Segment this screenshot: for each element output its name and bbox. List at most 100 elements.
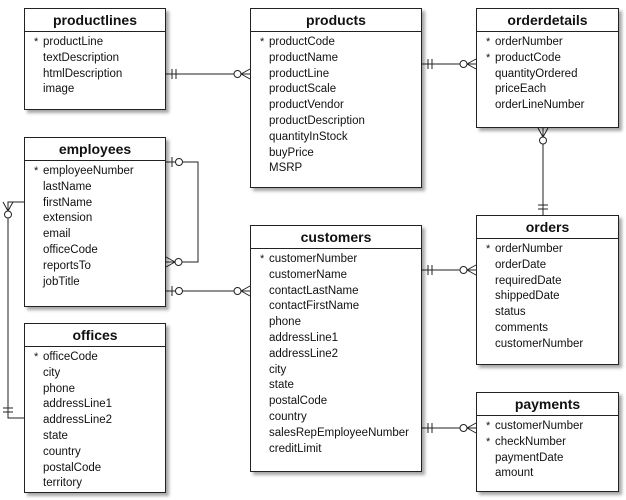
relationship-line bbox=[7, 201, 24, 419]
zero-marker bbox=[175, 287, 183, 295]
crowfoot-marker bbox=[466, 422, 477, 429]
field-name: productCode bbox=[269, 36, 335, 48]
zero-marker bbox=[175, 158, 183, 166]
entity-field: lastName bbox=[25, 180, 165, 196]
entity-field: *officeCode bbox=[25, 350, 165, 366]
entity-field: state bbox=[251, 378, 421, 394]
entity-field: *customerNumber bbox=[477, 419, 618, 435]
entity-field: textDescription bbox=[25, 51, 165, 67]
entity-field: comments bbox=[477, 321, 618, 337]
entity-field: firstName bbox=[25, 196, 165, 212]
field-name: phone bbox=[43, 382, 75, 395]
field-name: officeCode bbox=[43, 351, 98, 363]
field-name: contactFirstName bbox=[269, 300, 360, 313]
field-name: email bbox=[43, 228, 71, 241]
crowfoot-marker bbox=[466, 63, 477, 70]
crowfoot-marker bbox=[542, 127, 549, 138]
field-name: amount bbox=[495, 467, 534, 480]
zero-marker bbox=[233, 70, 242, 78]
entity-field: orderLineNumber bbox=[477, 98, 618, 114]
primary-key-marker: * bbox=[486, 420, 491, 432]
crowfoot-marker bbox=[7, 201, 14, 212]
entity-field: salesRepEmployeeNumber bbox=[251, 426, 421, 442]
entity-field: postalCode bbox=[251, 394, 421, 410]
entity-field: state bbox=[25, 429, 165, 445]
crowfoot-marker bbox=[240, 68, 251, 75]
entity-field: extension bbox=[25, 211, 165, 227]
entity-field: jobTitle bbox=[25, 275, 165, 291]
primary-key-marker: * bbox=[486, 243, 491, 255]
zero-marker bbox=[459, 60, 468, 68]
entity-field: buyPrice bbox=[251, 146, 421, 162]
field-name: MSRP bbox=[269, 162, 303, 175]
field-name: contactLastName bbox=[269, 284, 359, 297]
zero-marker bbox=[174, 258, 183, 266]
entity-field: addressLine1 bbox=[251, 331, 421, 347]
field-name: addressLine2 bbox=[43, 414, 113, 427]
entity-field: territory bbox=[25, 476, 165, 492]
entity-field: addressLine1 bbox=[25, 397, 165, 413]
field-name: customerNumber bbox=[269, 253, 358, 265]
field-name: productName bbox=[269, 51, 339, 64]
field-name: orderNumber bbox=[495, 36, 563, 48]
entity-field: productScale bbox=[251, 82, 421, 98]
entity-field: contactLastName bbox=[251, 284, 421, 300]
relationship-line bbox=[166, 161, 199, 263]
field-name: productCode bbox=[495, 51, 561, 64]
primary-key-marker: * bbox=[486, 435, 491, 448]
entity-field: requiredDate bbox=[477, 274, 618, 290]
entity-field: addressLine2 bbox=[25, 413, 165, 429]
entity-field: city bbox=[25, 366, 165, 382]
field-name: officeCode bbox=[43, 243, 98, 256]
field-name: productVendor bbox=[269, 99, 344, 112]
crowfoot-marker bbox=[240, 290, 251, 297]
entity-title: orders bbox=[477, 216, 618, 239]
entity-field: paymentDate bbox=[477, 451, 618, 467]
field-name: employeeNumber bbox=[43, 165, 134, 177]
field-name: creditLimit bbox=[269, 442, 322, 455]
entity-field: customerNumber bbox=[477, 337, 618, 353]
field-name: buyPrice bbox=[269, 146, 314, 159]
primary-key-marker: * bbox=[486, 36, 491, 48]
entity-field: * orderNumber bbox=[477, 35, 618, 51]
field-name: productLine bbox=[43, 36, 104, 48]
entity-field: *orderNumber bbox=[477, 242, 618, 258]
field-name: orderLineNumber bbox=[495, 99, 585, 112]
crowfoot-marker bbox=[466, 58, 477, 65]
entity-field: * productLine bbox=[25, 35, 165, 51]
field-name: paymentDate bbox=[495, 451, 564, 464]
entity-field: country bbox=[251, 410, 421, 426]
crowfoot-marker bbox=[466, 264, 477, 271]
entity-title: orderdetails bbox=[477, 9, 618, 32]
field-name: state bbox=[269, 379, 294, 392]
entity-field: city bbox=[251, 363, 421, 379]
primary-key-marker: * bbox=[34, 165, 39, 177]
primary-key-marker: * bbox=[34, 36, 39, 48]
entity-field: * employeeNumber bbox=[25, 164, 165, 180]
entity-title: employees bbox=[25, 138, 165, 161]
entity-field: postalCode bbox=[25, 461, 165, 477]
entity-field: officeCode bbox=[25, 243, 165, 259]
field-name: productDescription bbox=[269, 114, 365, 127]
zero-marker bbox=[4, 210, 12, 219]
entity-field: phone bbox=[251, 315, 421, 331]
field-name: city bbox=[269, 363, 287, 376]
entity-field: image bbox=[25, 82, 165, 98]
entity-field: htmlDescription bbox=[25, 67, 165, 83]
field-name: country bbox=[43, 445, 81, 458]
field-name: addressLine2 bbox=[269, 347, 339, 360]
